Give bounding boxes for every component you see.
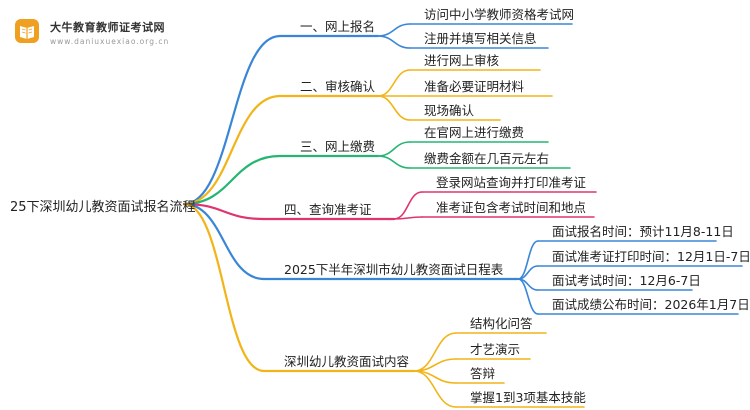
branch-label: 2025下半年深圳市幼儿教资面试日程表 [284, 262, 504, 277]
branch-label: 深圳幼儿教资面试内容 [284, 354, 410, 369]
leaf-label: 在官网上进行缴费 [424, 125, 525, 140]
book-logo-icon [15, 19, 39, 43]
leaf-connector [413, 370, 457, 408]
branch-label: 四、查询准考证 [284, 202, 372, 217]
branch-connector [182, 34, 282, 206]
leaf-label: 答辩 [470, 366, 496, 381]
leaf-label: 面试成绩公布时间：2026年1月7日 [552, 297, 750, 312]
leaf-label: 面试考试时间：12月6-7日 [552, 273, 701, 288]
leaf-connector [393, 191, 423, 220]
leaf-connector [377, 155, 411, 169]
leaf-connector [377, 69, 411, 97]
logo-url: www.daniuxuexiao.org.cn [50, 37, 170, 46]
branch-connector [182, 94, 282, 206]
leaf-connector [517, 278, 539, 315]
branch-connector [182, 202, 266, 373]
leaf-label: 结构化问答 [470, 316, 533, 331]
leaf-label: 准备必要证明材料 [424, 79, 525, 94]
branch-label: 一、网上报名 [300, 19, 376, 34]
leaf-connector [377, 23, 411, 37]
leaf-label: 进行网上审核 [424, 53, 500, 68]
root-topic: 25下深圳幼儿教资面试报名流程 [10, 200, 196, 215]
leaf-label: 缴费金额在几百元左右 [424, 151, 550, 166]
leaf-label: 准考证包含考试时间和地点 [436, 200, 587, 215]
leaf-connector [377, 141, 411, 157]
branch-connector [182, 154, 282, 206]
branch-connector [182, 202, 266, 281]
site-logo: 大牛教育教师证考试网 www.daniuxuexiao.org.cn [14, 10, 214, 54]
leaf-label: 面试报名时间：预计11月8-11日 [552, 224, 734, 239]
leaf-connector [393, 216, 423, 220]
leaf-label: 访问中小学教师资格考试网 [424, 7, 575, 22]
branch-label: 二、审核确认 [300, 79, 376, 94]
leaf-connector [377, 35, 411, 49]
branch-connector [182, 202, 266, 221]
leaf-label: 注册并填写相关信息 [424, 31, 537, 46]
leaf-label: 掌握1到3项基本技能 [470, 390, 586, 405]
branch-label: 三、网上缴费 [300, 139, 376, 154]
leaf-label: 才艺演示 [470, 342, 521, 357]
leaf-label: 现场确认 [424, 103, 475, 118]
leaf-connector [377, 95, 411, 121]
leaf-label: 面试准考证打印时间：12月1日-7日 [552, 249, 750, 264]
logo-title: 大牛教育教师证考试网 [50, 21, 165, 34]
leaf-label: 登录网站查询并打印准考证 [436, 175, 587, 190]
